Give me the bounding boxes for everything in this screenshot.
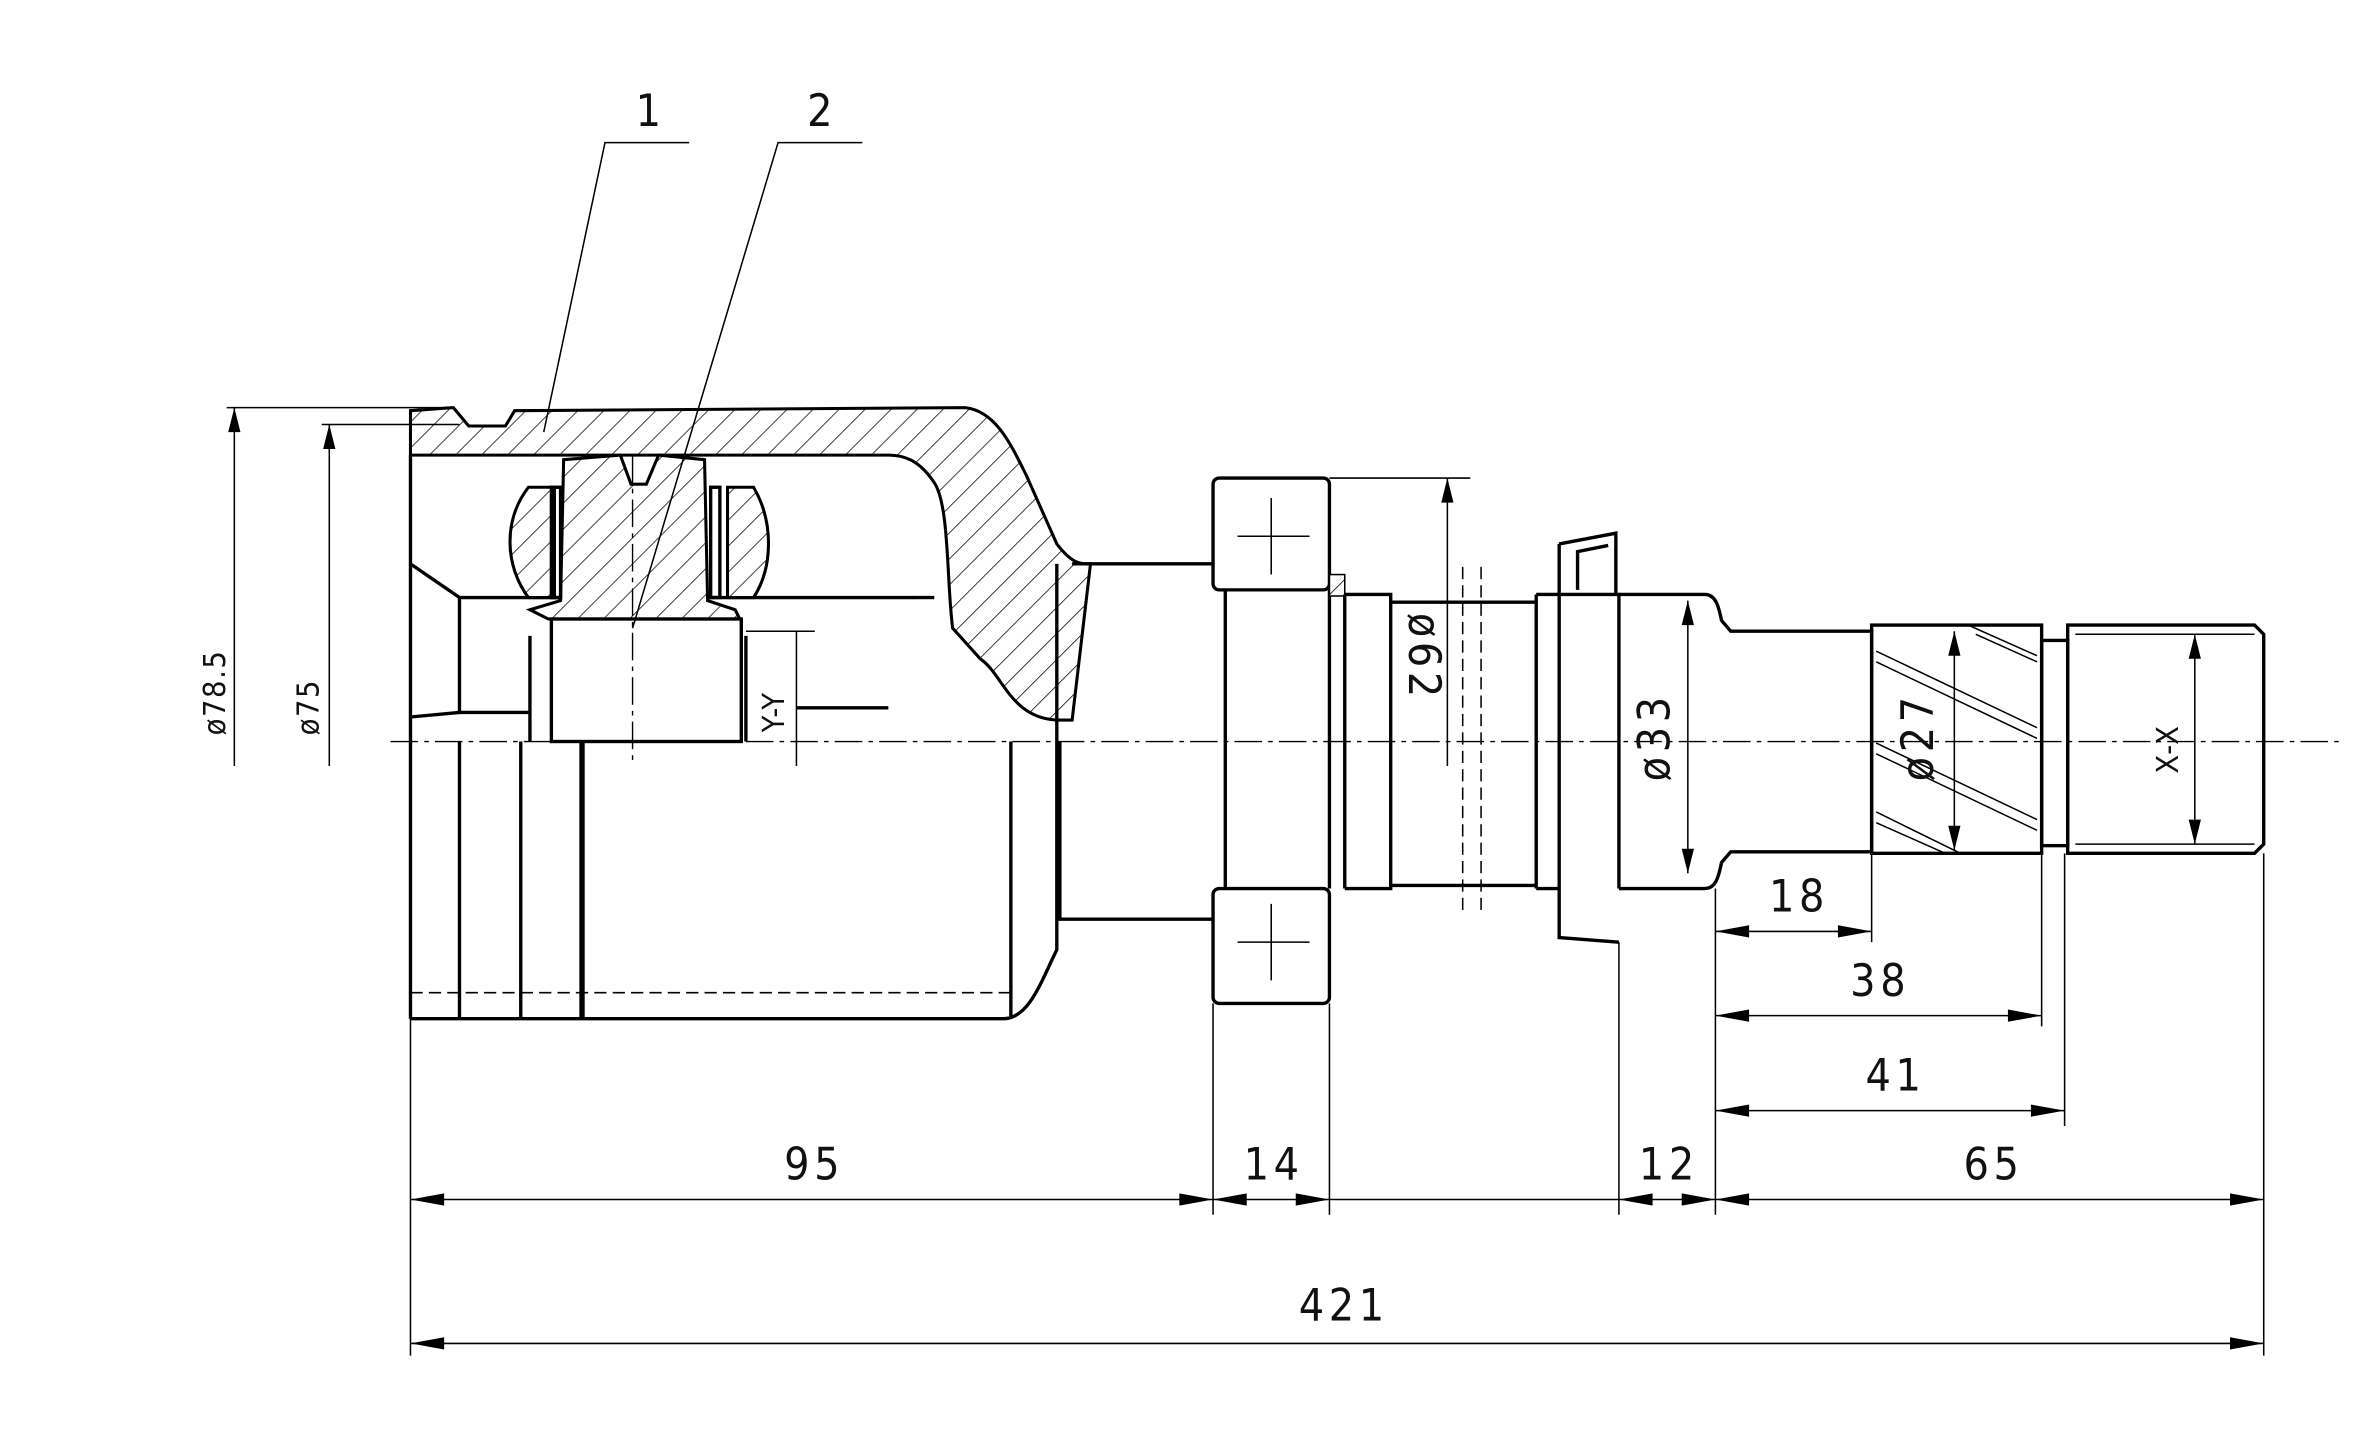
dim-flange-length: 14 xyxy=(1244,1140,1304,1191)
seal xyxy=(1557,531,1621,944)
dim-spline-start: 18 xyxy=(1769,872,1829,923)
dim-thread-start: 41 xyxy=(1866,1051,1926,1102)
dim-housing-length: 95 xyxy=(784,1140,844,1191)
part-label-2: 2 xyxy=(807,86,837,137)
dim-seat-diameter: ø75 xyxy=(292,679,327,736)
dim-shaft-end-length: 65 xyxy=(1964,1140,2024,1191)
bearing-block-top xyxy=(1211,476,1332,592)
dim-outer-diameter: ø78.5 xyxy=(198,650,233,736)
dimension-lines xyxy=(226,406,2196,874)
tripod-spider xyxy=(525,453,743,621)
leader-2 xyxy=(631,141,863,629)
dim-flange-diameter: ø62 xyxy=(1398,613,1449,702)
threaded-end xyxy=(2065,623,2266,855)
roller-right xyxy=(725,485,771,600)
dim-seal-length: 12 xyxy=(1639,1140,1699,1191)
shaft-outline xyxy=(1343,592,1560,891)
dim-spline-diameter: ø27 xyxy=(1893,692,1944,781)
dim-total-length: 421 xyxy=(1299,1280,1389,1331)
section-label-x: X-X xyxy=(2151,724,2186,773)
dim-spline-end: 38 xyxy=(1850,956,1910,1007)
dim-seal-diameter: ø33 xyxy=(1629,692,1680,781)
part-label-1: 1 xyxy=(636,86,666,137)
section-label-y: Y-Y xyxy=(757,691,792,733)
housing-mouth xyxy=(409,562,462,719)
bearing-block-bottom xyxy=(1211,886,1332,1006)
housing-outline xyxy=(410,562,1215,1021)
spline-teeth xyxy=(1875,624,2038,855)
roller-left xyxy=(508,485,556,600)
leader-1 xyxy=(542,141,690,433)
spider-bore xyxy=(549,617,743,744)
housing-section xyxy=(408,406,1093,722)
